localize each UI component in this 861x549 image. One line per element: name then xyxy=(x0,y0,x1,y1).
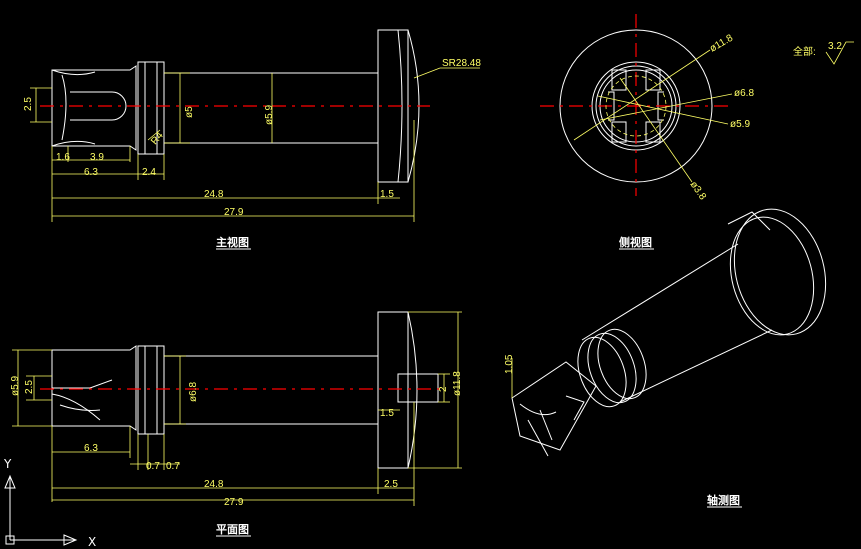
iso-view-title: 轴测图 xyxy=(707,493,740,507)
main-dim-dia-5-9: ø5.9 xyxy=(264,105,275,125)
main-dim-dia-5: ø5 xyxy=(184,106,195,118)
side-dimension-leaders xyxy=(573,49,733,183)
main-dim-27-9: 27.9 xyxy=(224,207,244,218)
main-dim-1-5: 1.5 xyxy=(380,189,394,200)
plan-dim-2-5-right: 2.5 xyxy=(384,479,398,490)
iso-dim-1-05: 1.05 xyxy=(504,354,515,374)
ucs-x-label: X xyxy=(88,535,96,549)
plan-view-title: 平面图 xyxy=(216,523,249,536)
main-dim-2-4: 2.4 xyxy=(142,167,156,178)
plan-dim-2-5-left: 2.5 xyxy=(24,380,35,394)
side-centerlines xyxy=(540,14,730,196)
roughness-symbol-icon xyxy=(825,41,854,65)
ucs-y-label: Y xyxy=(3,457,12,471)
ucs-icon xyxy=(4,474,78,546)
side-dim-dia-6-8: ø6.8 xyxy=(734,88,754,99)
plan-dimensions xyxy=(12,311,462,506)
plan-dim-0-7-b: 0.7 xyxy=(166,461,180,472)
main-dim-1-6: 1.6 xyxy=(56,152,70,163)
plan-dim-dia-5-9: ø5.9 xyxy=(10,376,21,396)
main-dim-6-3: 6.3 xyxy=(84,167,98,178)
plan-dim-dia-6-8: ø6.8 xyxy=(188,382,199,402)
plan-dim-dia-11-8: ø11.8 xyxy=(452,371,463,396)
main-dim-24-8: 24.8 xyxy=(204,189,224,200)
side-dim-dia-11-8: ø11.8 xyxy=(708,32,735,54)
plan-dim-27-9: 27.9 xyxy=(224,497,244,508)
plan-dim-24-8: 24.8 xyxy=(204,479,224,490)
main-dim-2-5: 2.5 xyxy=(23,97,34,111)
isometric-view xyxy=(511,208,827,457)
roughness-label: 全部: xyxy=(793,45,816,58)
side-dim-dia-3-8: ø3.8 xyxy=(688,179,709,202)
side-view-title: 侧视图 xyxy=(619,235,652,249)
main-dim-sr: SR28.48 xyxy=(442,58,481,69)
side-dim-dia-5-9: ø5.9 xyxy=(730,119,750,130)
main-dimensions xyxy=(30,67,480,222)
plan-view xyxy=(51,311,439,469)
main-dim-r4: R4 xyxy=(149,130,166,147)
plan-dim-2: 2 xyxy=(438,386,449,392)
plan-dim-1-5: 1.5 xyxy=(380,408,394,419)
plan-dim-0-7-a: 0.7 xyxy=(146,461,160,472)
roughness-value: 3.2 xyxy=(828,41,842,52)
main-dim-3-9: 3.9 xyxy=(90,152,104,163)
plan-dim-6-3: 6.3 xyxy=(84,443,98,454)
main-view-title: 主视图 xyxy=(216,235,249,249)
